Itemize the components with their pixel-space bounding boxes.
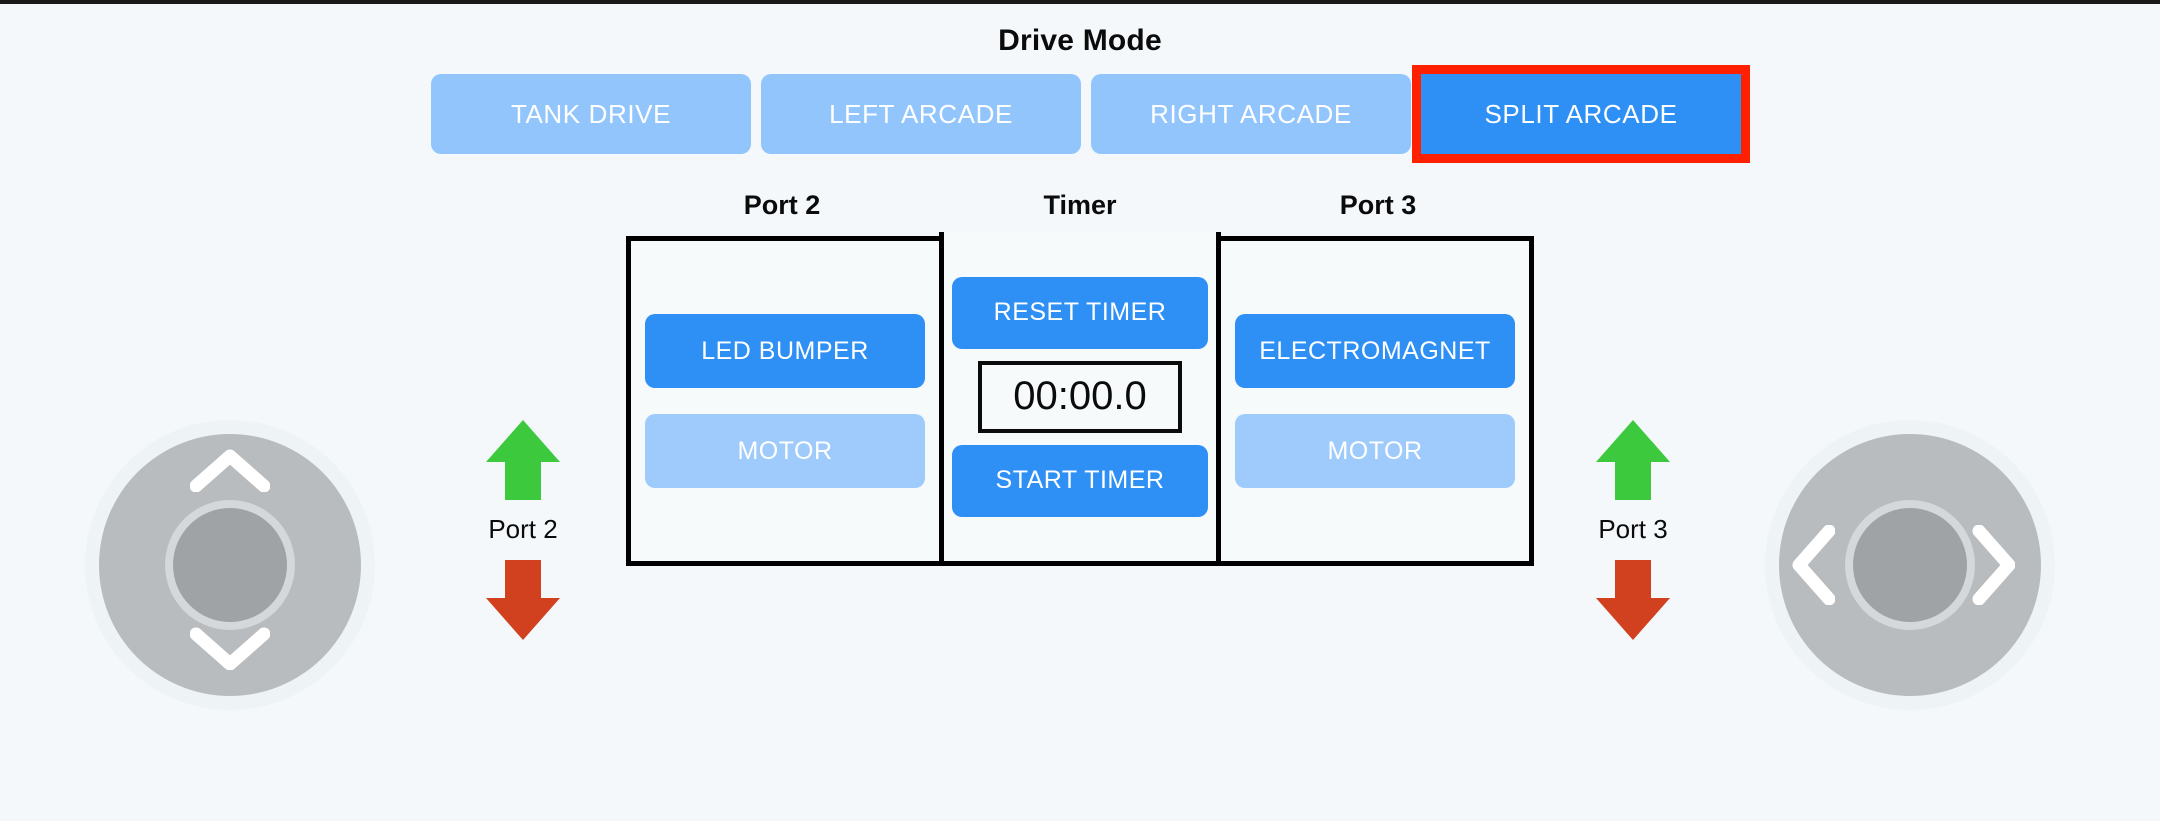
drive-mode-slot: TANK DRIVE	[426, 74, 756, 154]
port3-indicator-label: Port 3	[1598, 514, 1668, 544]
arrow-down-icon[interactable]	[1594, 558, 1672, 642]
start-timer-button[interactable]: START TIMER	[952, 444, 1208, 517]
port3-direction-indicators: Port 3	[1558, 418, 1708, 642]
column-header-port2: Port 2	[743, 190, 821, 220]
reset-timer-button[interactable]: RESET TIMER	[952, 276, 1208, 349]
drive-mode-slot: SPLIT ARCADE	[1412, 65, 1750, 163]
drive-mode-slot: LEFT ARCADE	[756, 74, 1086, 154]
chevron-up-icon[interactable]	[190, 448, 270, 492]
drive-mode-right-arcade-button[interactable]: RIGHT ARCADE	[1091, 74, 1411, 154]
arrow-up-icon[interactable]	[1594, 418, 1672, 502]
port3-motor-button[interactable]: MOTOR	[1235, 414, 1515, 488]
arrow-up-icon[interactable]	[484, 418, 562, 502]
port2-motor-button[interactable]: MOTOR	[645, 414, 925, 488]
column-header-timer: Timer	[1043, 190, 1117, 220]
port3-electromagnet-button[interactable]: ELECTROMAGNET	[1235, 314, 1515, 388]
timer-column: RESET TIMER 00:00.0 START TIMER	[939, 232, 1221, 561]
chevron-right-icon[interactable]	[1971, 525, 2015, 605]
drive-mode-left-arcade-button[interactable]: LEFT ARCADE	[761, 74, 1081, 154]
port2-direction-indicators: Port 2	[448, 418, 598, 642]
drive-mode-button-group: TANK DRIVE LEFT ARCADE RIGHT ARCADE SPLI…	[426, 65, 1750, 164]
drive-mode-tank-drive-button[interactable]: TANK DRIVE	[431, 74, 751, 154]
drive-mode-title: Drive Mode	[998, 24, 1162, 57]
chevron-down-icon[interactable]	[190, 626, 270, 670]
column-header-port3: Port 3	[1339, 190, 1417, 220]
port2-indicator-label: Port 2	[488, 514, 558, 544]
chevron-left-icon[interactable]	[1791, 525, 1835, 605]
port3-column: ELECTROMAGNET MOTOR	[1221, 241, 1529, 561]
joystick-knob[interactable]	[173, 508, 287, 622]
arrow-down-icon[interactable]	[484, 558, 562, 642]
drive-mode-split-arcade-button[interactable]: SPLIT ARCADE	[1412, 65, 1750, 163]
joystick-knob[interactable]	[1853, 508, 1967, 622]
joystick-left[interactable]	[85, 420, 375, 710]
control-panel: LED BUMPER MOTOR RESET TIMER 00:00.0 STA…	[626, 232, 1534, 566]
timer-display: 00:00.0	[978, 360, 1182, 433]
joystick-right[interactable]	[1765, 420, 2055, 710]
top-edge-bar	[0, 0, 2160, 4]
drive-mode-slot: RIGHT ARCADE	[1086, 74, 1416, 154]
port2-column: LED BUMPER MOTOR	[631, 241, 939, 561]
port2-led-bumper-button[interactable]: LED BUMPER	[645, 314, 925, 388]
